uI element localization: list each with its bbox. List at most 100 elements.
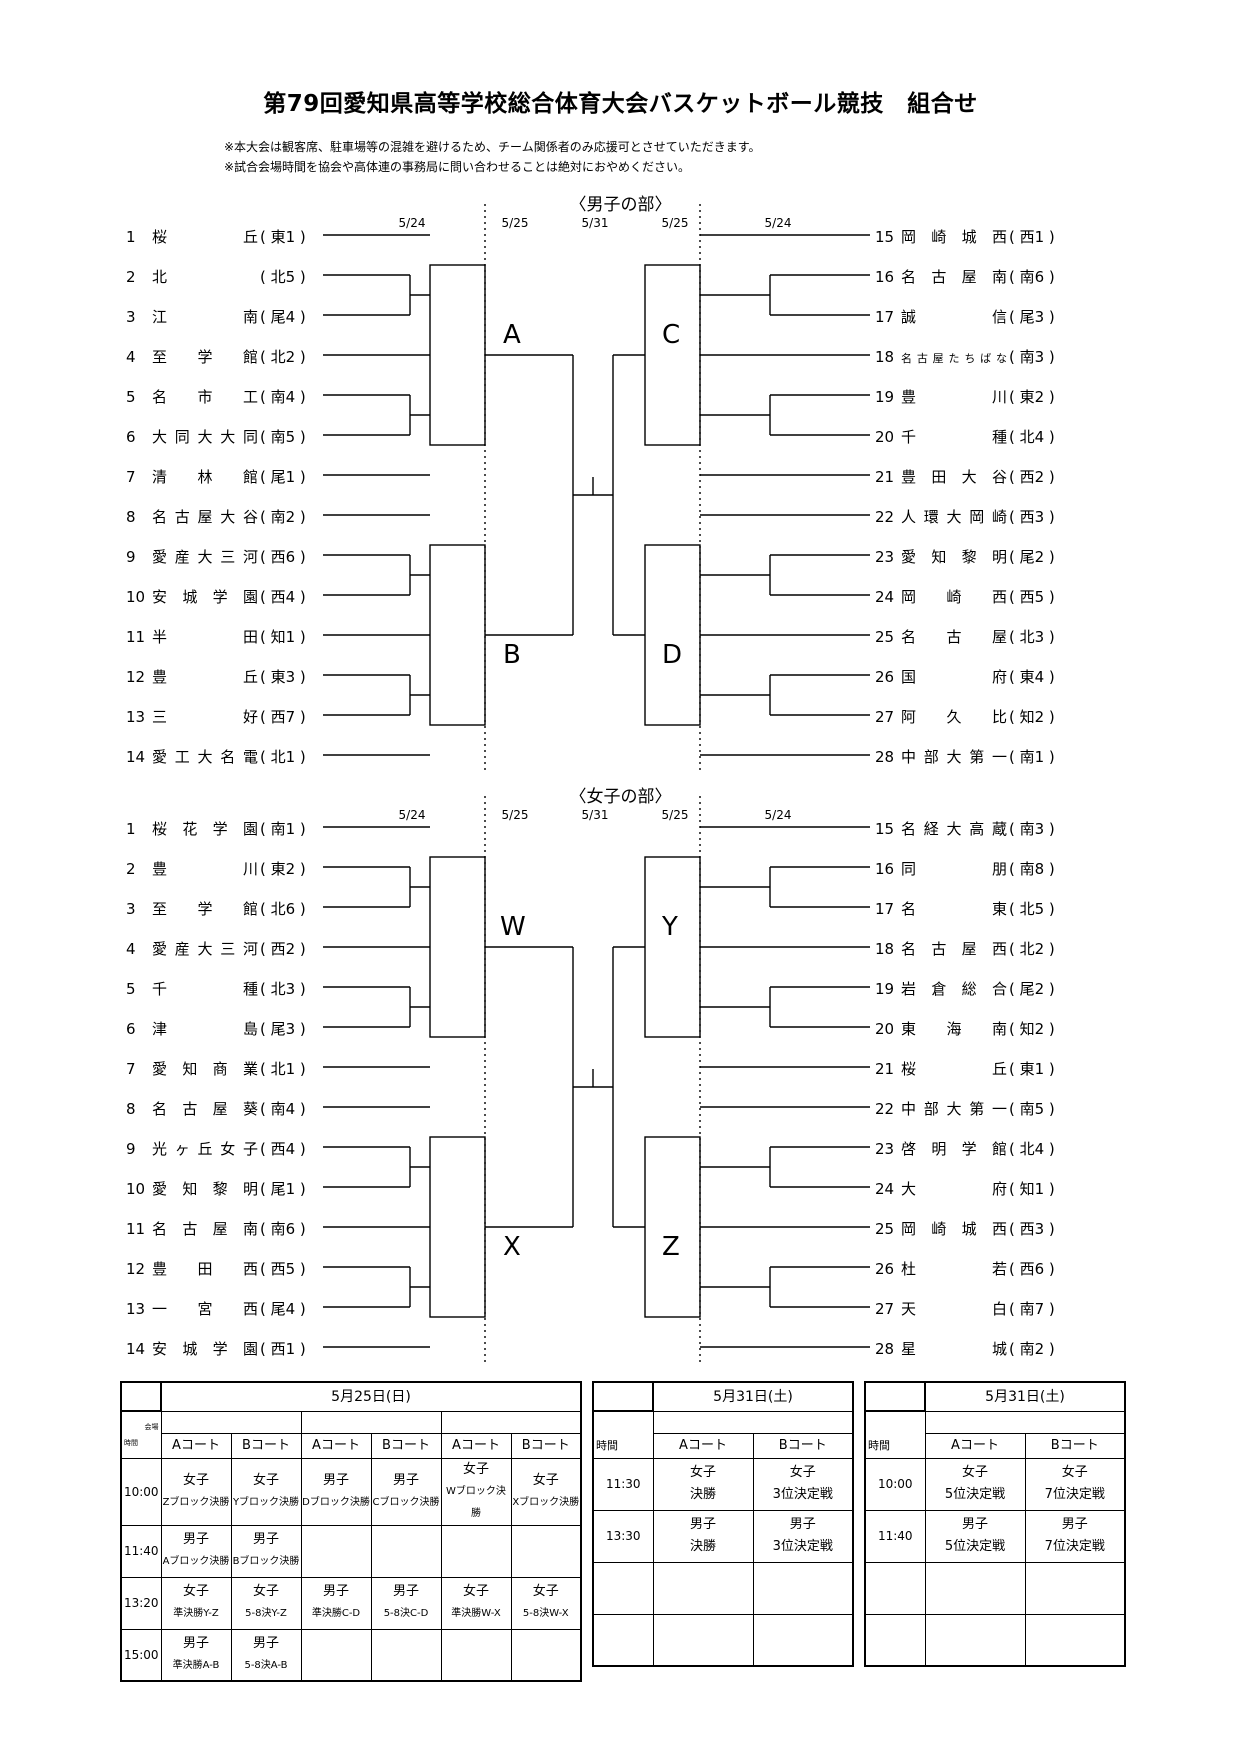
- court-header: Aコート: [440, 1432, 512, 1459]
- team-name: 豊川: [152, 860, 258, 878]
- team-region: ( 知1 ): [260, 628, 306, 646]
- team-number: 13: [126, 708, 146, 726]
- team-region: ( 東2 ): [260, 860, 306, 878]
- block-label: X: [503, 1232, 521, 1262]
- team-number: 19: [875, 388, 895, 406]
- team-number: 27: [875, 1300, 895, 1318]
- team-name: 名古屋葵: [152, 1100, 258, 1118]
- time-header: 時間: [864, 1410, 926, 1459]
- schedule-cell: [300, 1524, 372, 1578]
- team-name: 国府: [901, 668, 1007, 686]
- team-region: ( 西5 ): [260, 1260, 306, 1278]
- court-header: Aコート: [924, 1432, 1026, 1459]
- team-number: 6: [126, 1020, 136, 1038]
- team-region: ( 南6 ): [260, 1220, 306, 1238]
- team-name: 岩倉総合: [901, 980, 1007, 998]
- court-header: Aコート: [160, 1432, 232, 1459]
- schedule-time: 13:20: [120, 1576, 162, 1630]
- schedule-cell: 男子決勝: [652, 1509, 754, 1563]
- team-name: 岡崎西: [901, 588, 1007, 606]
- team-region: ( 尾2 ): [1009, 980, 1055, 998]
- team-region: ( 尾4 ): [260, 308, 306, 326]
- team-number: 1: [126, 820, 136, 838]
- team-number: 14: [126, 748, 146, 766]
- team-number: 13: [126, 1300, 146, 1318]
- team-name: 安城学園: [152, 1340, 258, 1358]
- team-number: 26: [875, 1260, 895, 1278]
- team-number: 22: [875, 1100, 895, 1118]
- block-box: [644, 544, 701, 726]
- team-region: ( 東1 ): [260, 228, 306, 246]
- team-region: ( 南1 ): [1009, 748, 1055, 766]
- team-name: 中部大第一: [901, 748, 1007, 766]
- team-name: 名古屋: [901, 628, 1007, 646]
- team-number: 25: [875, 1220, 895, 1238]
- block-box: [429, 856, 486, 1038]
- team-region: ( 北2 ): [260, 348, 306, 366]
- team-name: 豊川: [901, 388, 1007, 406]
- team-name: 桜丘: [901, 1060, 1007, 1078]
- schedule-time: 13:30: [592, 1509, 654, 1563]
- team-number: 26: [875, 668, 895, 686]
- court-header: Bコート: [230, 1432, 302, 1459]
- schedule-time: 15:00: [120, 1628, 162, 1682]
- schedule-cell: 男子準決勝C-D: [300, 1576, 372, 1630]
- team-number: 5: [126, 388, 136, 406]
- team-name: 誠信: [901, 308, 1007, 326]
- team-region: ( 西4 ): [260, 588, 306, 606]
- schedule-date-header: 5月31日(土): [924, 1381, 1126, 1412]
- women-date-label: 5/24: [764, 808, 792, 822]
- team-number: 3: [126, 308, 136, 326]
- team-region: ( 北1 ): [260, 1060, 306, 1078]
- notice-line-1: ※本大会は観客席、駐車場等の混雑を避けるため、チーム関係者のみ応援可とさせていた…: [224, 140, 761, 154]
- team-name: 千種: [152, 980, 258, 998]
- team-number: 15: [875, 820, 895, 838]
- team-region: ( 南7 ): [1009, 1300, 1055, 1318]
- team-name: 星城: [901, 1340, 1007, 1358]
- team-region: ( 北5 ): [260, 268, 306, 286]
- team-region: ( 西3 ): [1009, 1220, 1055, 1238]
- team-region: ( 東3 ): [260, 668, 306, 686]
- team-number: 5: [126, 980, 136, 998]
- team-number: 10: [126, 588, 146, 606]
- schedule-cell: 女子準決勝Y-Z: [160, 1576, 232, 1630]
- team-number: 21: [875, 1060, 895, 1078]
- schedule-time: 10:00: [120, 1457, 162, 1526]
- team-name: 同朋: [901, 860, 1007, 878]
- team-number: 7: [126, 468, 136, 486]
- team-region: ( 西4 ): [260, 1140, 306, 1158]
- team-number: 1: [126, 228, 136, 246]
- team-name: 至学館: [152, 348, 258, 366]
- team-number: 6: [126, 428, 136, 446]
- team-number: 2: [126, 268, 136, 286]
- block-box: [429, 264, 486, 446]
- team-number: 12: [126, 668, 146, 686]
